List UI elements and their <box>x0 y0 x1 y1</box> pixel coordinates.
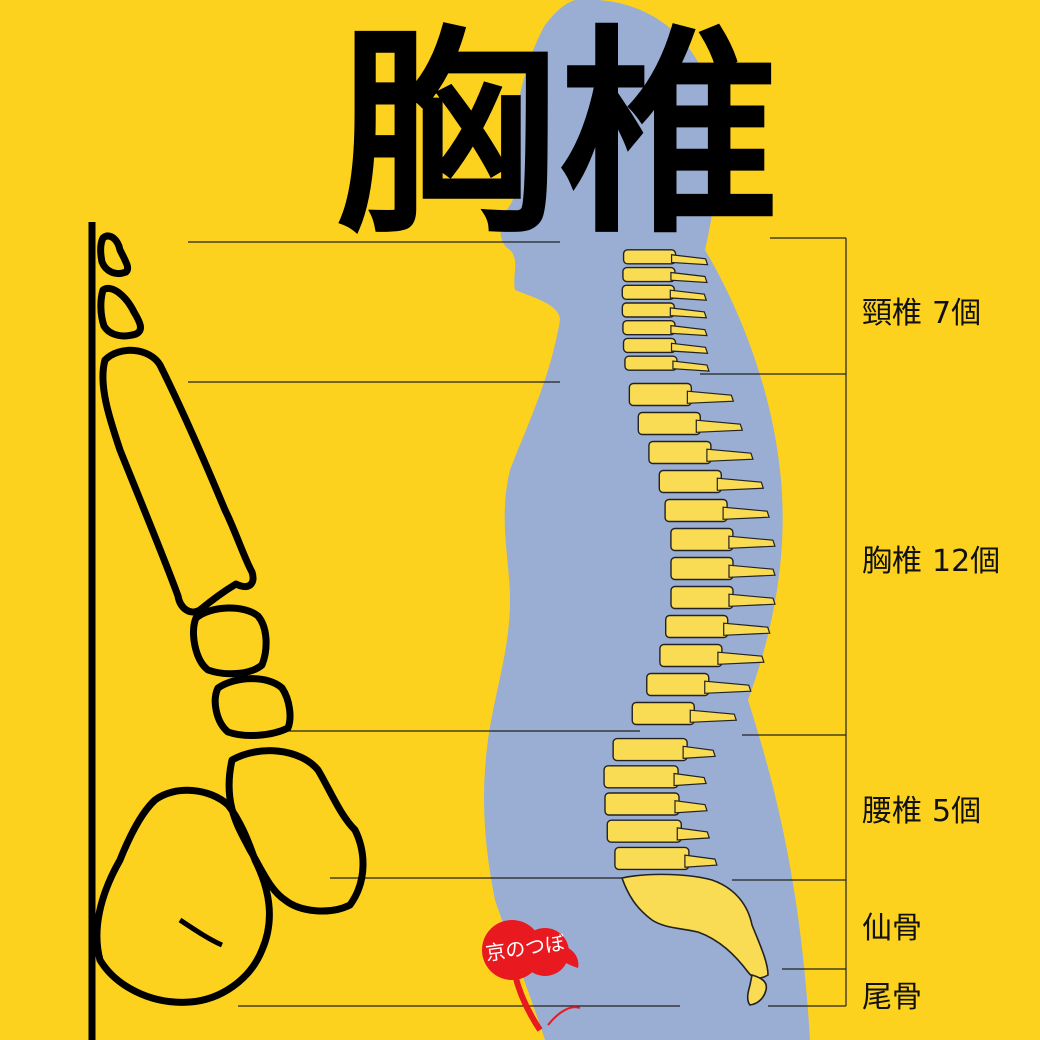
vertebra-body <box>670 585 734 610</box>
vertebra-body <box>659 643 723 668</box>
vertebra-body <box>670 556 734 581</box>
vertebra-body <box>665 614 729 639</box>
vertebra-body <box>631 701 695 726</box>
spinous-process <box>672 360 710 372</box>
region-label-thoracic: 胸椎 12個 <box>862 536 1000 580</box>
body-silhouette <box>484 0 810 1040</box>
region-label-lumbar: 腰椎 5個 <box>862 786 981 830</box>
vertebra-body <box>664 498 728 523</box>
vertebra-body <box>622 337 677 354</box>
region-count: 12個 <box>932 544 1001 579</box>
vertebra-body <box>621 302 676 318</box>
spinous-process <box>674 800 708 814</box>
region-label-sacrum: 仙骨 <box>862 903 922 947</box>
vertebra-body <box>658 469 722 494</box>
vertebra-body <box>612 737 688 762</box>
spinous-process <box>716 477 765 491</box>
stylized-skeleton <box>93 232 367 1006</box>
vertebra-body <box>622 266 676 283</box>
spinous-process <box>728 535 776 549</box>
vertebra-body <box>606 819 682 843</box>
vertebra-body <box>670 527 734 552</box>
spinous-process <box>670 342 709 354</box>
spinous-process <box>722 506 770 520</box>
spinous-process <box>704 680 752 694</box>
region-count: 7個 <box>932 296 982 331</box>
logo-mark <box>482 920 581 1032</box>
region-label-coccyx: 尾骨 <box>862 972 922 1016</box>
coccyx <box>746 973 768 1006</box>
region-name: 頸椎 <box>862 296 922 331</box>
spinous-process <box>670 271 708 284</box>
vertebra-body <box>603 765 679 789</box>
region-name: 腰椎 <box>862 794 922 829</box>
spinous-process <box>670 254 709 266</box>
spine <box>603 249 776 871</box>
vertebra-body <box>628 382 693 407</box>
region-brackets <box>700 237 847 1007</box>
spinous-process <box>673 772 707 787</box>
vertebra-body <box>646 672 710 697</box>
spinous-process <box>682 745 716 760</box>
vertebra-body <box>621 284 675 300</box>
spinous-process <box>686 390 735 404</box>
spinous-process <box>717 651 765 665</box>
spinous-process <box>676 827 711 841</box>
vertebra-body <box>624 355 678 371</box>
region-name: 仙骨 <box>862 911 922 946</box>
vertebra-body <box>622 320 676 336</box>
spinous-process <box>669 289 708 301</box>
spinous-process <box>728 564 776 578</box>
region-label-cervical: 頸椎 7個 <box>862 288 981 332</box>
spinous-process <box>728 593 776 607</box>
vertebra-body <box>614 846 690 871</box>
spinous-process <box>723 622 771 636</box>
vertebra-body <box>604 792 680 816</box>
spinous-process <box>669 307 708 319</box>
spinous-process <box>706 448 754 462</box>
region-count: 5個 <box>932 794 982 829</box>
page-title: 胸椎 <box>335 7 784 263</box>
region-name: 胸椎 <box>862 544 922 579</box>
vertebra-body <box>648 440 712 465</box>
region-name: 尾骨 <box>862 980 922 1015</box>
spinous-process <box>670 324 708 337</box>
vertebra-body <box>637 411 701 436</box>
spinous-process <box>684 854 718 868</box>
spinous-process <box>695 419 744 433</box>
spinous-process <box>689 709 738 723</box>
